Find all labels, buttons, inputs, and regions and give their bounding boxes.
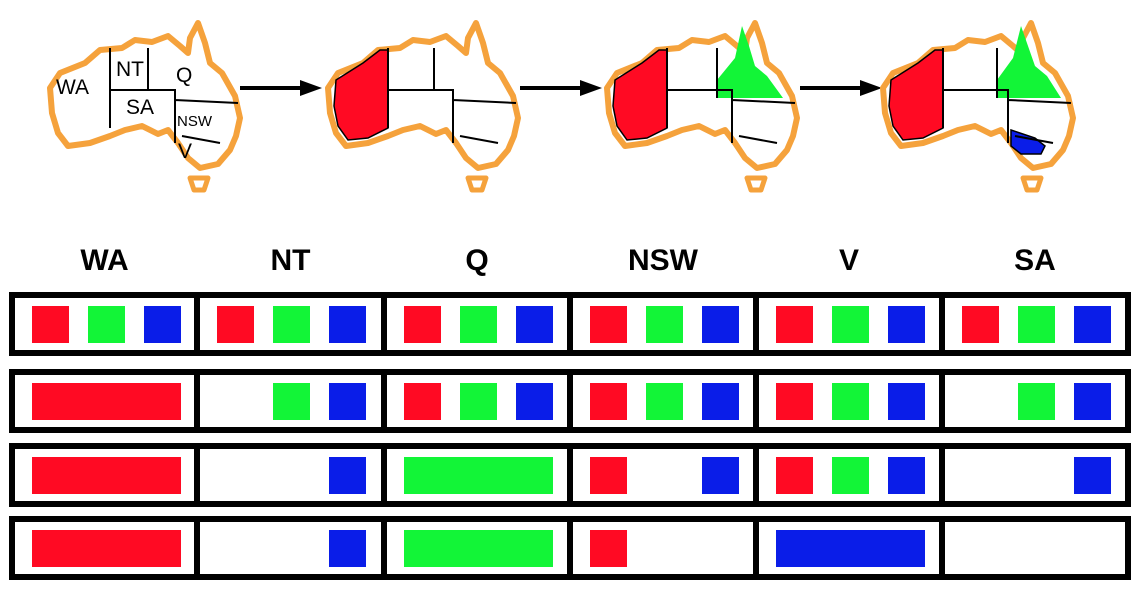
column-header-sa: SA [1014, 244, 1056, 277]
domain-green-square [460, 383, 497, 420]
label-nt: NT [116, 58, 144, 81]
domain-blue-square [702, 383, 739, 420]
domain-blue-square [1074, 383, 1111, 420]
domain-blue-square [888, 383, 925, 420]
label-wa: WA [56, 76, 89, 99]
column-header-q: Q [465, 244, 488, 277]
domain-red-square [590, 457, 627, 494]
domain-blue-square [702, 306, 739, 343]
domain-red-square [776, 306, 813, 343]
domain-blue-square [144, 306, 181, 343]
assigned-blue-bar [776, 530, 925, 567]
domain-red-square [32, 306, 69, 343]
map-progression: WA NT Q SA NSW V [0, 0, 1138, 200]
domain-blue-square [1074, 457, 1111, 494]
assigned-green-bar [404, 530, 553, 567]
region-wa [888, 49, 944, 141]
domain-blue-square [1074, 306, 1111, 343]
column-header-nt: NT [271, 244, 311, 277]
region-q [997, 26, 1061, 98]
arrow-3 [800, 80, 882, 96]
assigned-red-bar [32, 383, 181, 420]
domain-green-square [646, 383, 683, 420]
domain-red-square [404, 306, 441, 343]
map-step-1: WA NT Q SA NSW V [50, 23, 240, 190]
arrow-2 [520, 80, 602, 96]
column-header-v: V [839, 244, 859, 277]
domain-red-square [590, 306, 627, 343]
arrow-1 [240, 80, 322, 96]
domain-green-square [273, 383, 310, 420]
domain-green-square [832, 306, 869, 343]
label-sa: SA [126, 96, 154, 119]
domain-red-square [590, 383, 627, 420]
domain-blue-square [888, 306, 925, 343]
region-q [717, 26, 783, 98]
domain-green-square [273, 306, 310, 343]
domain-red-square [217, 306, 254, 343]
label-q: Q [176, 64, 192, 87]
domain-blue-square [329, 383, 366, 420]
label-nsw: NSW [177, 113, 213, 130]
domain-blue-square [329, 306, 366, 343]
domain-red-square [776, 383, 813, 420]
domain-green-square [1018, 306, 1055, 343]
column-header-nsw: NSW [628, 244, 699, 277]
domain-blue-square [516, 383, 553, 420]
domain-green-square [460, 306, 497, 343]
domain-red-square [962, 306, 999, 343]
region-wa [333, 49, 389, 141]
domain-red-square [776, 457, 813, 494]
domain-green-square [88, 306, 125, 343]
column-header-wa: WA [80, 244, 128, 277]
assigned-green-bar [404, 457, 553, 494]
domain-green-square [832, 457, 869, 494]
domain-red-square [590, 530, 627, 567]
assigned-red-bar [32, 530, 181, 567]
border-lines [109, 48, 239, 144]
domain-blue-square [888, 457, 925, 494]
map-step-3 [607, 23, 797, 190]
assigned-red-bar [32, 457, 181, 494]
domain-red-square [404, 383, 441, 420]
map-step-2 [328, 23, 518, 190]
domain-blue-square [702, 457, 739, 494]
domain-green-square [646, 306, 683, 343]
domain-green-square [1018, 383, 1055, 420]
domain-blue-square [329, 530, 366, 567]
domain-green-square [832, 383, 869, 420]
domain-blue-square [516, 306, 553, 343]
domain-blue-square [329, 457, 366, 494]
region-wa [612, 49, 668, 141]
label-v: V [178, 140, 192, 163]
map-step-4 [883, 23, 1073, 190]
